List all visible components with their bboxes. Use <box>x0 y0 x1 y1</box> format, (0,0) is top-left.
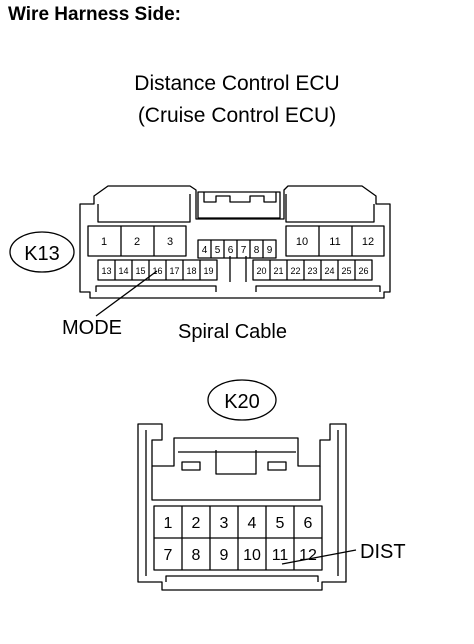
k13-pin-6: 6 <box>228 245 234 256</box>
spiral-cable-label: Spiral Cable <box>178 321 287 343</box>
k20-pin-1: 1 <box>164 515 173 532</box>
k13-pin-14: 14 <box>118 266 128 276</box>
k20-pin-11: 11 <box>272 547 289 564</box>
k13-pin-19: 19 <box>203 266 213 276</box>
k13-pin-8: 8 <box>254 245 260 256</box>
k13-pin-11: 11 <box>329 236 340 248</box>
k20-pin-4: 4 <box>248 515 257 532</box>
k13-pin-3: 3 <box>167 236 173 248</box>
ecu-name-line1: Distance Control ECU <box>134 72 340 95</box>
k20-pin-10: 10 <box>243 547 261 564</box>
k13-pin-2: 2 <box>134 236 140 248</box>
k13-pin-26: 26 <box>358 266 368 276</box>
k13-pin-4: 4 <box>202 245 208 256</box>
k20-pin-2: 2 <box>192 515 201 532</box>
k20-pin-8: 8 <box>192 547 201 564</box>
k13-pin-1: 1 <box>101 236 107 248</box>
ecu-name-line2: (Cruise Control ECU) <box>137 104 337 127</box>
k13-pin-23: 23 <box>307 266 317 276</box>
k13-pin-block-top-left <box>87 225 187 257</box>
dist-label: DIST <box>360 541 406 563</box>
k13-pin-15: 15 <box>135 266 145 276</box>
k13-pin-13: 13 <box>101 266 111 276</box>
k13-pin-block-bottom-right <box>252 259 373 281</box>
k13-pin-7: 7 <box>241 245 247 256</box>
k20-connector-body <box>137 423 347 591</box>
k13-pin-21: 21 <box>273 266 283 276</box>
k13-pin-block-bottom-left <box>97 259 218 281</box>
k20-code-label: K20 <box>224 391 260 413</box>
k20-pin-12: 12 <box>299 547 317 564</box>
k13-pin-18: 18 <box>186 266 196 276</box>
k13-pin-22: 22 <box>290 266 300 276</box>
k20-pin-9: 9 <box>220 547 229 564</box>
k20-pin-grid <box>153 505 323 571</box>
k13-code-label: K13 <box>24 243 60 265</box>
k13-pin-24: 24 <box>324 266 334 276</box>
k13-pin-9: 9 <box>267 245 273 256</box>
mode-label: MODE <box>62 317 122 339</box>
mode-leader-line <box>95 270 158 317</box>
dist-leader-line <box>281 549 357 565</box>
k20-pin-6: 6 <box>304 515 313 532</box>
k13-pin-12: 12 <box>362 236 374 248</box>
k13-pin-block-middle <box>197 239 277 259</box>
page-title: Wire Harness Side: <box>8 4 182 25</box>
k20-pin-7: 7 <box>164 547 173 564</box>
k13-pin-10: 10 <box>296 236 308 248</box>
k13-pin-25: 25 <box>341 266 351 276</box>
k13-pin-16: 16 <box>152 266 162 276</box>
k20-code-bubble <box>207 379 277 421</box>
k13-connector-body <box>79 185 391 299</box>
k13-pin-5: 5 <box>215 245 221 256</box>
k13-code-bubble <box>9 231 75 273</box>
k13-pin-20: 20 <box>256 266 266 276</box>
k13-pin-17: 17 <box>169 266 179 276</box>
k20-pin-3: 3 <box>220 515 229 532</box>
k13-pin-block-top-right <box>285 225 385 257</box>
k20-pin-5: 5 <box>276 515 285 532</box>
